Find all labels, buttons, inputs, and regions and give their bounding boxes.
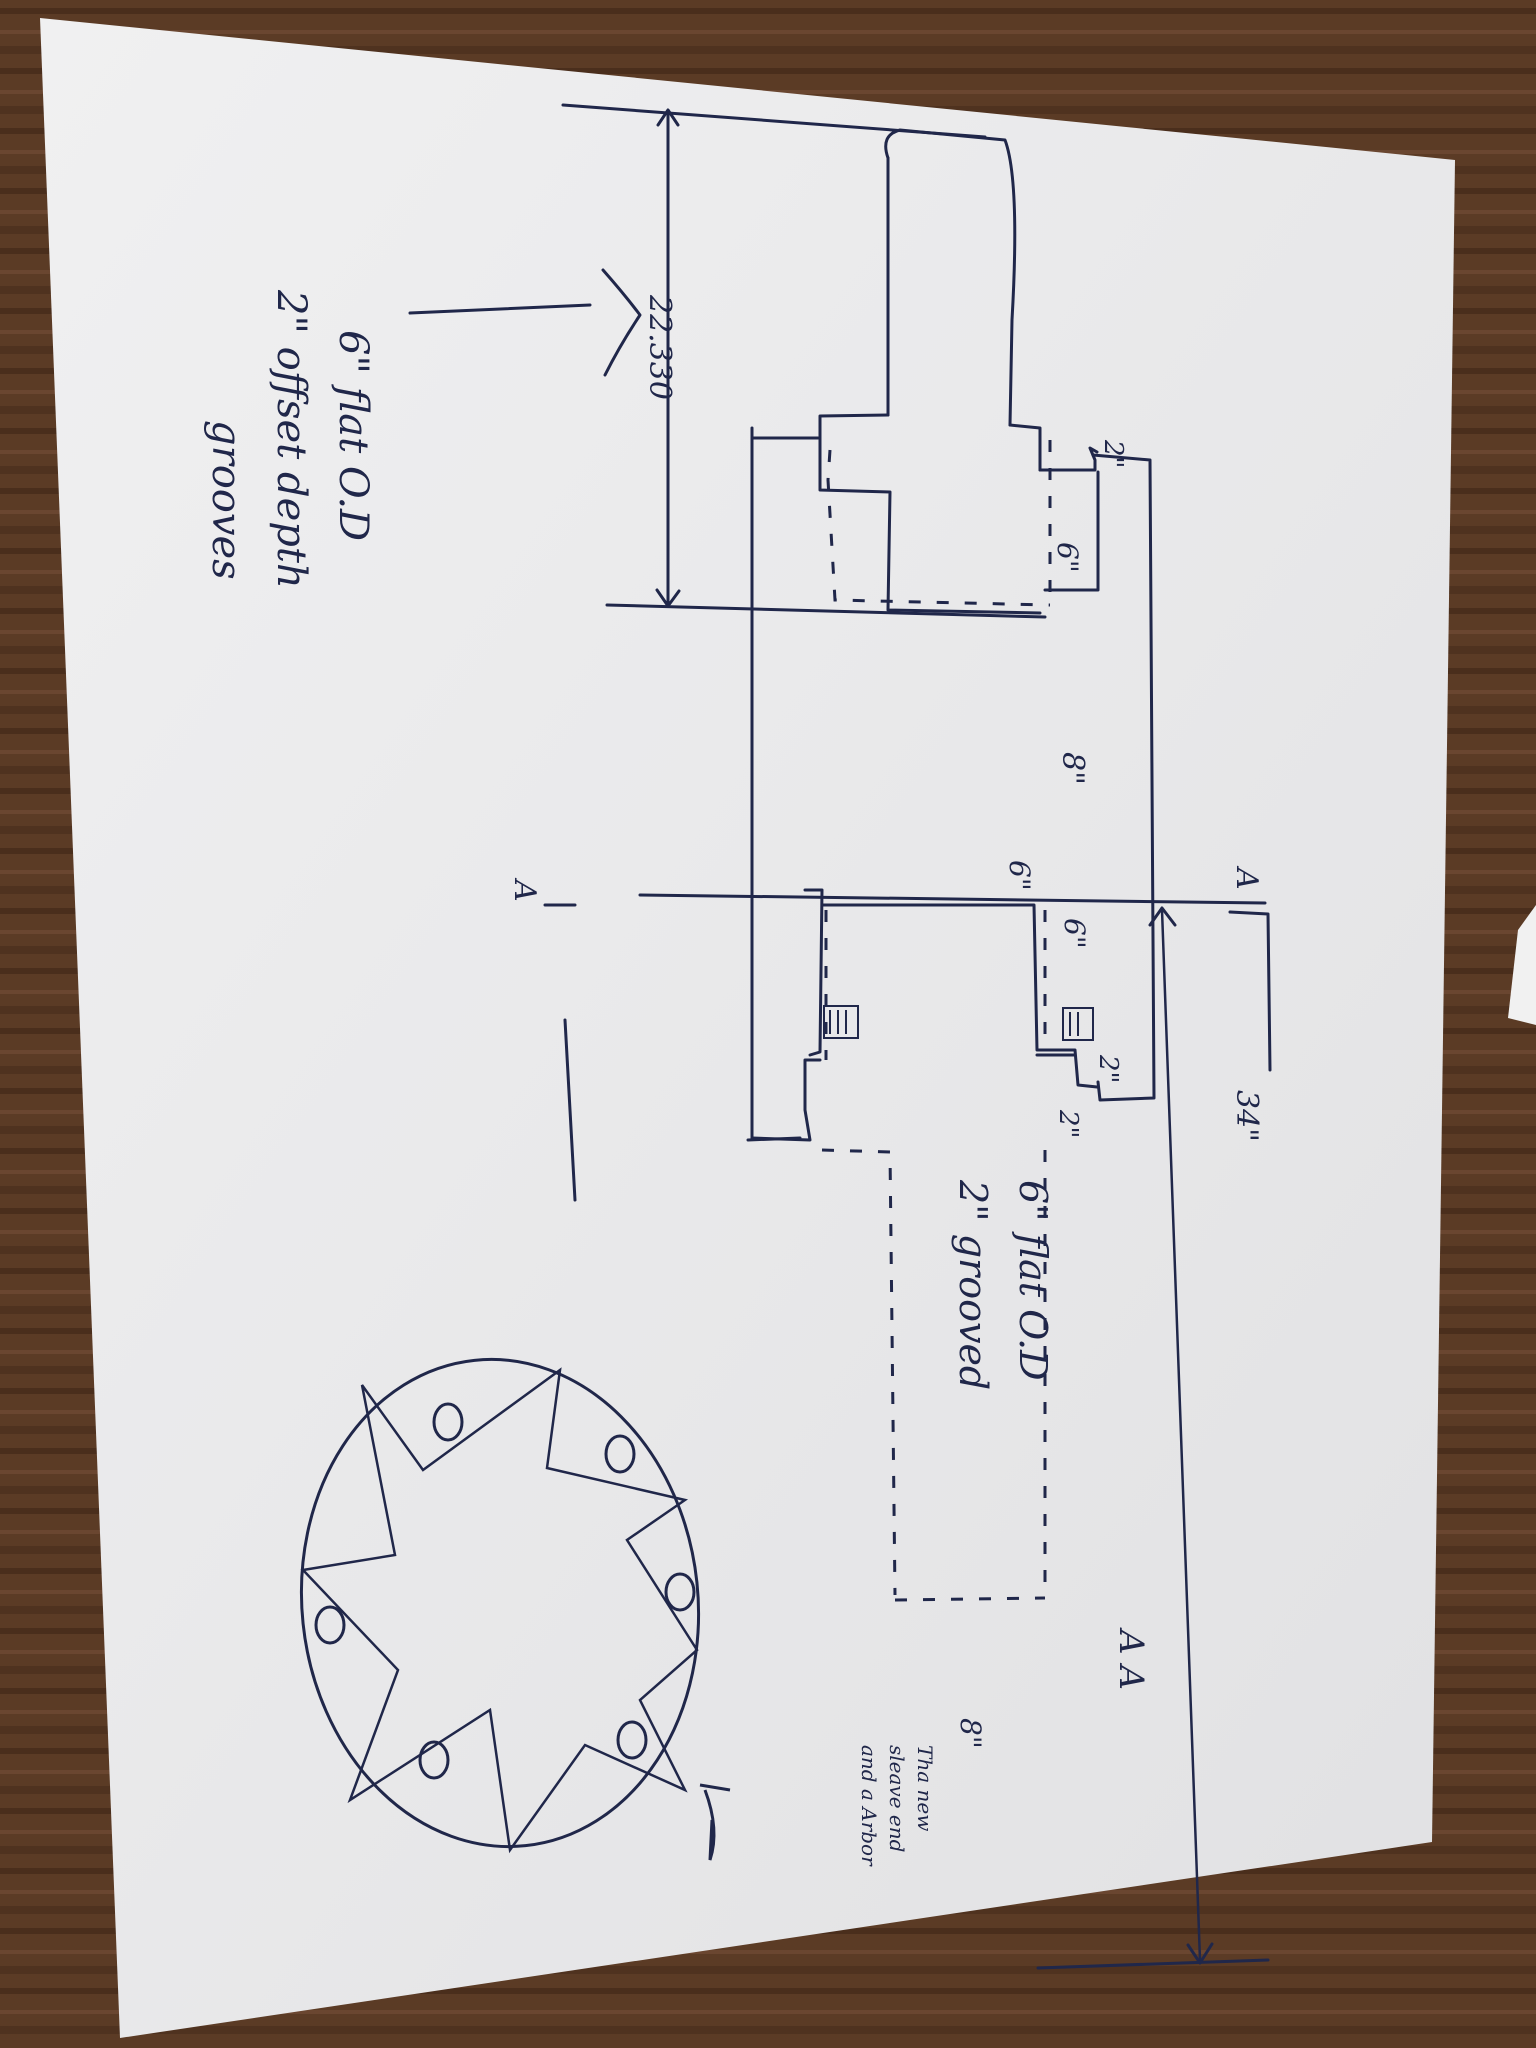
dim-offset: 22.330	[642, 294, 677, 400]
hatch-boxes	[823, 1005, 1094, 1041]
overall-dimension-line	[1160, 908, 1202, 1962]
note-side-line1: Tha new	[913, 1745, 937, 1831]
note-left-line2: 2" offset depth	[268, 289, 314, 589]
dashed-outline	[821, 440, 1052, 1602]
dim-step-mid: 6"	[1003, 860, 1036, 891]
groove-mid	[820, 903, 1099, 1089]
dim-step-mid2: 6"	[1058, 918, 1091, 949]
paper-sheet	[40, 18, 1455, 2038]
note-right-line2: 2" grooved	[951, 1179, 995, 1390]
dim-groove-a: 2"	[1098, 439, 1128, 469]
end-line	[1036, 1958, 1270, 1970]
groove-left	[803, 888, 824, 1057]
arbor-step	[818, 413, 1042, 615]
reference-line-bottom	[605, 603, 1047, 619]
note-side-line3: and a Arbor	[857, 1745, 881, 1867]
dim-step-top: 6"	[1051, 542, 1084, 573]
section-line-a	[638, 893, 1267, 905]
dim-groove-c: 2"	[1053, 1109, 1083, 1139]
note-left-line1: 6" flat O.D	[330, 330, 376, 541]
leader-arrow	[703, 1789, 716, 1861]
section-label: A A	[1111, 1627, 1151, 1690]
arbor-top	[884, 128, 1017, 427]
leader-left	[408, 303, 592, 315]
section-aa-circle	[299, 1357, 731, 1861]
dim-groove-b: 2"	[1093, 1054, 1123, 1084]
dim-overall-length: 34"	[1229, 1090, 1264, 1142]
section-arrow-left	[601, 268, 642, 377]
sleeve-right-edge	[1091, 453, 1156, 1102]
paper-scrap	[1508, 905, 1536, 1025]
note-side-line2: sleave end	[885, 1745, 909, 1852]
section-mark-top: A	[1229, 865, 1264, 890]
note-left-line3: grooves	[203, 420, 249, 580]
annotation-layer: 34" 22.330 8" 8" 6" 6" 6" 2" 2" 2" A A A…	[203, 289, 1264, 1867]
dim-bottom: 8"	[954, 1718, 987, 1749]
ink-drawing	[408, 103, 1272, 1970]
dim-body: 8"	[1055, 752, 1090, 785]
section-mark-left: A	[507, 877, 542, 902]
note-right-line1: 6" flat O.D	[1011, 1180, 1055, 1381]
